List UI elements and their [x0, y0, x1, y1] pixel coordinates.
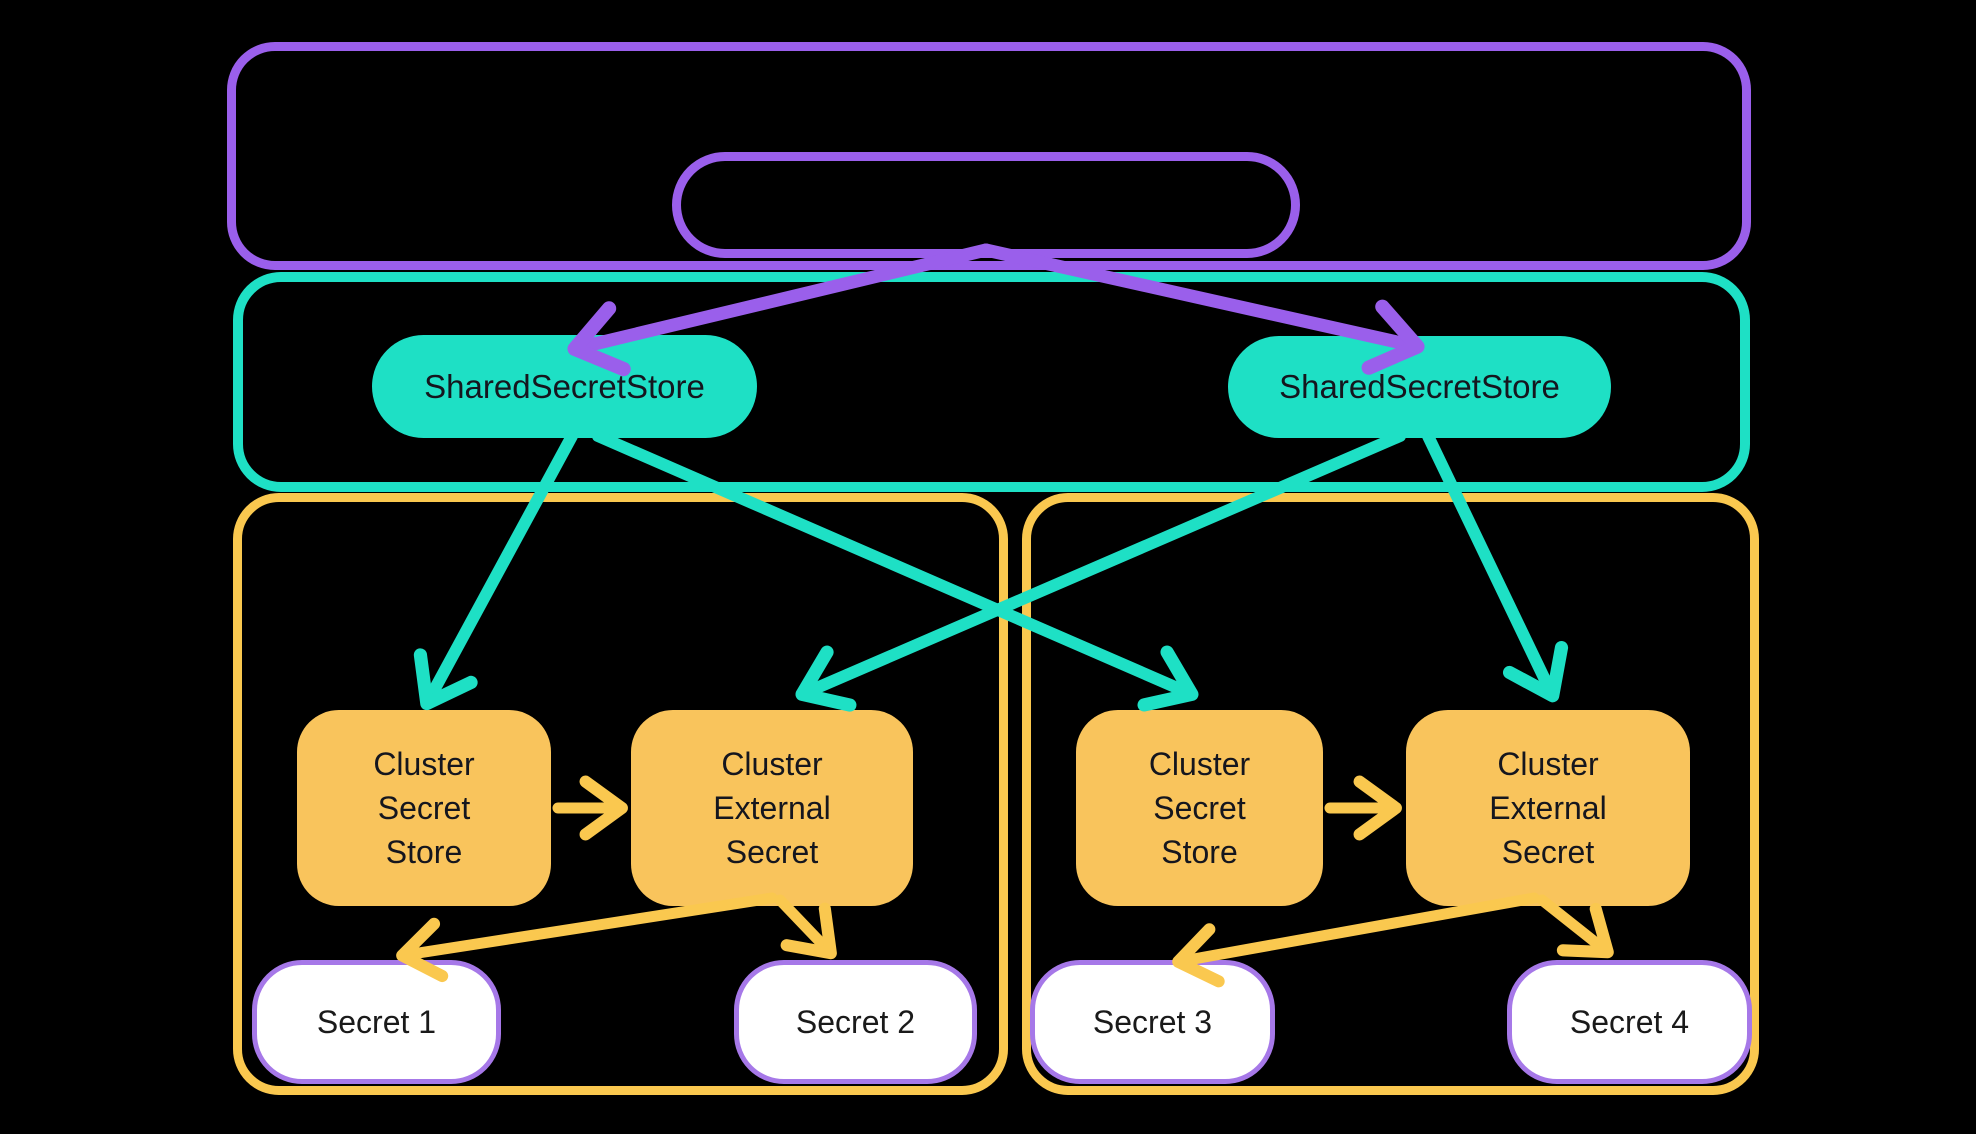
cluster-2-secret-store-line-3: Store	[1161, 834, 1238, 870]
top-group-box	[227, 42, 1751, 270]
shared-secret-store-left: SharedSecretStore	[372, 335, 757, 438]
shared-store-container-box	[233, 272, 1750, 492]
cluster-2-external-secret-line-1: Cluster	[1497, 746, 1599, 782]
secret-3-label: Secret 3	[1092, 1003, 1213, 1040]
cluster-1-box	[233, 493, 1008, 1095]
arrow-shared-left-to-cluster1-secret-store	[413, 430, 578, 711]
cluster-1-secret-store-line-2: Secret	[377, 790, 471, 826]
arrow-cluster2-external-to-secret4	[1536, 894, 1614, 959]
secret-2-pill: Secret 2	[734, 960, 977, 1084]
cluster-1-external-secret-line-2: External	[713, 790, 831, 826]
arrow-shared-right-to-cluster2-external-secret	[1422, 430, 1569, 703]
secret-4-pill: Secret 4	[1507, 960, 1752, 1084]
cluster-2-external-secret-line-2: External	[1489, 790, 1607, 826]
cluster-1-secret-store-box: Cluster Secret Store	[297, 710, 551, 906]
arrow-pill-to-shared-store-right	[979, 243, 1425, 375]
cluster-1-secret-store-line-1: Cluster	[373, 746, 475, 782]
secret-2-label: Secret 2	[795, 1003, 916, 1040]
cluster-2-secret-store-line-1: Cluster	[1148, 746, 1251, 782]
secret-3-pill: Secret 3	[1030, 960, 1275, 1084]
cluster-2-secret-store-line-2: Secret	[1153, 790, 1246, 826]
cluster-1-external-secret-line-3: Secret	[725, 834, 819, 870]
cluster-1-secret-store-line-3: Store	[385, 834, 463, 870]
cluster-2-external-secret-line-3: Secret	[1501, 834, 1595, 870]
secret-1-label: Secret 1	[316, 1003, 437, 1040]
cluster-2-external-secret-box: Cluster External Secret	[1406, 710, 1690, 906]
arrow-pill-to-shared-store-left	[567, 243, 993, 377]
cluster-2-secret-store-box: Cluster Secret Store	[1076, 710, 1323, 906]
cluster-1-external-secret-box: Cluster External Secret	[631, 710, 913, 906]
shared-secret-store-left-label: SharedSecretStore	[424, 367, 705, 405]
arrow-shared-left-to-cluster2-secret-store	[592, 430, 1199, 712]
arrow-cluster2-external-to-secret3	[1172, 892, 1540, 988]
cluster-1-external-secret-line-1: Cluster	[721, 746, 823, 782]
arrow-shared-right-to-cluster1-external-secret	[795, 430, 1406, 712]
secret-4-label: Secret 4	[1569, 1003, 1690, 1040]
arrow-cluster1-external-to-secret1	[396, 892, 778, 983]
cluster-2-box	[1022, 493, 1759, 1095]
arrow-cluster1-external-to-secret2	[774, 894, 837, 960]
secret-1-pill: Secret 1	[252, 960, 501, 1084]
